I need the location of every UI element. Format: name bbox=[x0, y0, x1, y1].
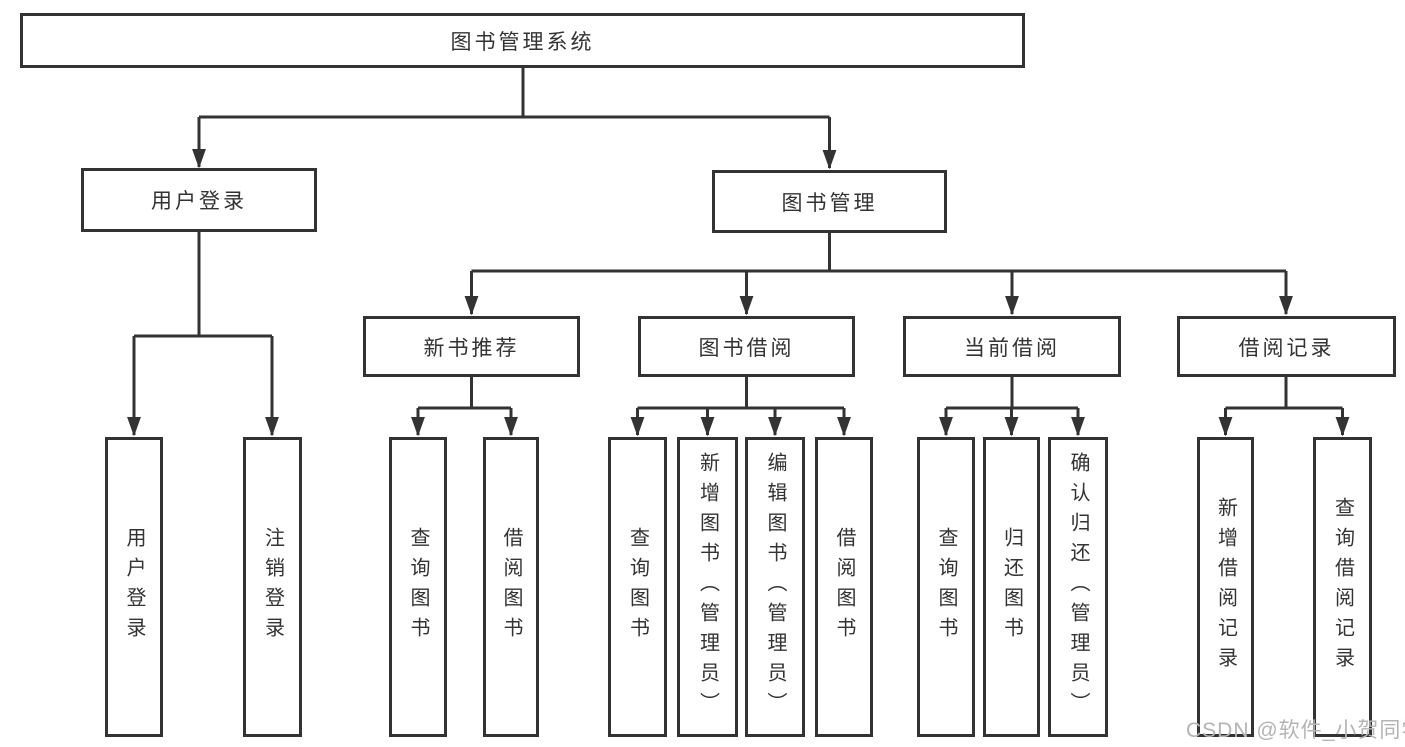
leaf-borrow-query-books: 查询图书 bbox=[608, 437, 667, 737]
leaf-borrow-query-books-label: 查询图书 bbox=[626, 527, 649, 647]
node-library-system: 图书管理系统 bbox=[20, 13, 1025, 68]
node-user-login-label: 用户登录 bbox=[151, 190, 247, 213]
leaf-current-confirm-return-label: 确认归还（管理员） bbox=[1067, 452, 1089, 722]
leaf-user-login-label: 用户登录 bbox=[123, 527, 145, 647]
leaf-current-return-books-label: 归还图书 bbox=[1000, 527, 1023, 647]
leaf-newbook-query-books-label: 查询图书 bbox=[407, 527, 429, 647]
leaf-borrow-add-books: 新增图书（管理员） bbox=[677, 437, 738, 737]
leaf-borrow-add-books-label: 新增图书（管理员） bbox=[696, 452, 719, 722]
leaf-records-add-record: 新增借阅记录 bbox=[1197, 437, 1254, 737]
leaf-records-add-record-label: 新增借阅记录 bbox=[1214, 497, 1237, 677]
node-new-book-recommend: 新书推荐 bbox=[363, 316, 580, 377]
node-book-management: 图书管理 bbox=[712, 170, 947, 233]
leaf-records-query-record: 查询借阅记录 bbox=[1313, 437, 1372, 737]
leaf-current-confirm-return: 确认归还（管理员） bbox=[1048, 437, 1108, 737]
leaf-logout-label: 注销登录 bbox=[261, 527, 284, 647]
node-book-borrow: 图书借阅 bbox=[638, 316, 855, 377]
node-book-management-label: 图书管理 bbox=[781, 191, 878, 215]
node-book-borrow-label: 图书借阅 bbox=[698, 336, 795, 360]
node-borrow-records: 借阅记录 bbox=[1177, 316, 1396, 377]
leaf-borrow-edit-books-label: 编辑图书（管理员） bbox=[764, 452, 786, 722]
node-user-login: 用户登录 bbox=[81, 168, 317, 232]
leaf-newbook-query-books: 查询图书 bbox=[389, 437, 447, 737]
node-library-system-label: 图书管理系统 bbox=[450, 30, 595, 54]
leaf-records-query-record-label: 查询借阅记录 bbox=[1331, 497, 1354, 677]
leaf-newbook-borrow-books: 借阅图书 bbox=[483, 437, 539, 737]
leaf-user-login: 用户登录 bbox=[105, 437, 163, 737]
node-current-borrow-label: 当前借阅 bbox=[964, 336, 1060, 360]
leaf-logout: 注销登录 bbox=[243, 437, 302, 737]
node-new-book-recommend-label: 新书推荐 bbox=[423, 336, 520, 360]
leaf-current-query-books-label: 查询图书 bbox=[935, 527, 957, 647]
csdn-watermark: CSDN @软件_小贺同学 bbox=[1186, 719, 1405, 742]
leaf-borrow-borrow-books: 借阅图书 bbox=[815, 437, 873, 737]
node-borrow-records-label: 借阅记录 bbox=[1238, 336, 1335, 360]
leaf-borrow-borrow-books-label: 借阅图书 bbox=[833, 527, 855, 647]
leaf-current-query-books: 查询图书 bbox=[917, 437, 975, 737]
leaf-borrow-edit-books: 编辑图书（管理员） bbox=[745, 437, 805, 737]
node-current-borrow: 当前借阅 bbox=[903, 316, 1121, 377]
leaf-newbook-borrow-books-label: 借阅图书 bbox=[500, 527, 522, 647]
leaf-current-return-books: 归还图书 bbox=[983, 437, 1040, 737]
